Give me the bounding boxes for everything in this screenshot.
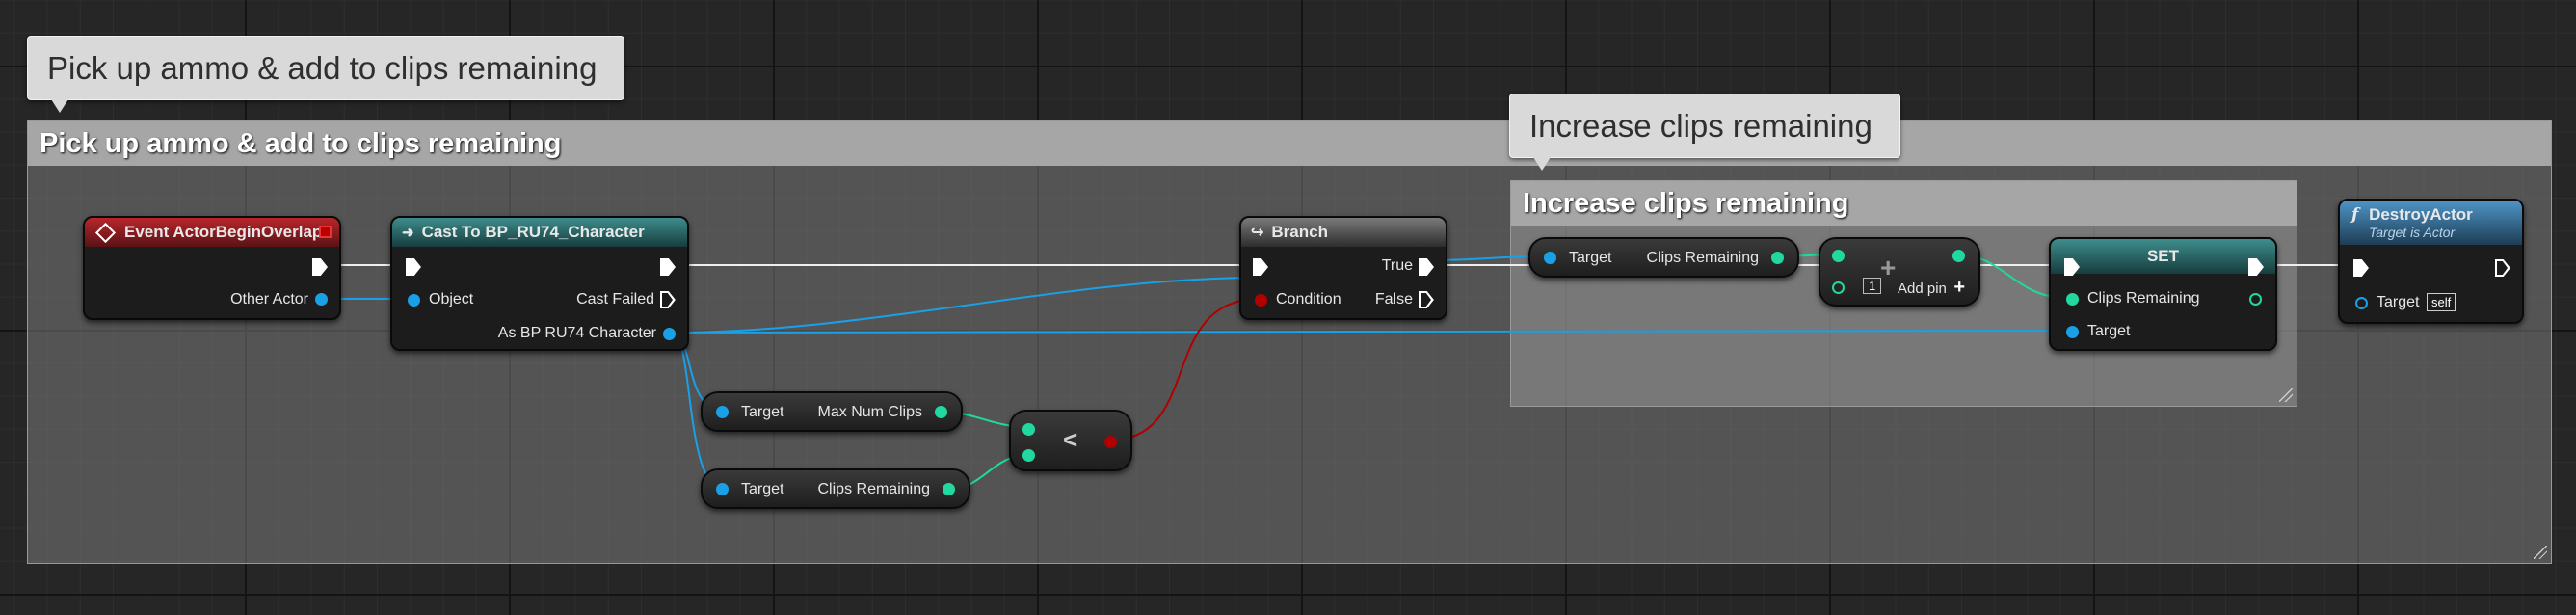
as-character-pin[interactable]	[663, 328, 676, 340]
b-const-value[interactable]: 1	[1863, 278, 1882, 294]
target-label: Target	[2377, 294, 2420, 310]
other-actor-label: Other Actor	[230, 291, 308, 308]
get-clips-remaining-node[interactable]: Target Clips Remaining	[701, 468, 970, 509]
get-clips-remaining-node-2[interactable]: Target Clips Remaining	[1528, 237, 1799, 278]
exec-in-pin[interactable]	[1253, 258, 1268, 276]
delegate-pin-icon[interactable]	[319, 226, 332, 238]
target-label: Target	[741, 404, 784, 420]
outer-comment-bubble-text: Pick up ammo & add to clips remaining	[47, 49, 598, 86]
event-actor-begin-overlap-node[interactable]: Event ActorBeginOverlap Other Actor	[83, 216, 341, 320]
b-input-pin[interactable]	[1832, 281, 1845, 294]
bubble-tail	[51, 99, 68, 113]
cast-failed-pin[interactable]	[660, 291, 676, 308]
exec-out-pin[interactable]	[660, 258, 676, 276]
add-node[interactable]: + 1 Add pin +	[1819, 237, 1980, 307]
cast-to-node[interactable]: ➜ Cast To BP_RU74_Character Object Cast …	[390, 216, 689, 351]
branch-node-header[interactable]: ↪ Branch	[1241, 218, 1446, 247]
target-pin[interactable]	[1544, 252, 1556, 264]
target-label: Target	[1569, 250, 1612, 266]
result-pin[interactable]	[1104, 436, 1117, 448]
target-label: Target	[741, 481, 784, 497]
resize-handle-icon[interactable]	[2534, 546, 2547, 559]
plus-symbol: +	[1880, 253, 1897, 282]
branch-node[interactable]: ↪ Branch True Condition False	[1239, 216, 1447, 320]
cast-failed-label: Cast Failed	[576, 291, 654, 308]
false-exec-pin[interactable]	[1419, 291, 1434, 308]
destroy-actor-title-row: f DestroyActor	[2351, 205, 2473, 225]
add-pin-label[interactable]: Add pin	[1898, 281, 1947, 297]
object-pin[interactable]	[408, 294, 420, 307]
condition-pin[interactable]	[1255, 294, 1267, 307]
destroy-actor-header[interactable]: f DestroyActor Target is Actor	[2340, 201, 2522, 245]
function-icon: f	[2351, 205, 2359, 225]
b-input-pin[interactable]	[1022, 449, 1035, 462]
add-output-pin[interactable]	[1952, 250, 1965, 262]
clips-remaining-in-pin[interactable]	[2066, 293, 2079, 306]
event-diamond-icon	[94, 222, 117, 243]
target-pin[interactable]	[2355, 297, 2368, 309]
cast-arrow-icon: ➜	[402, 225, 414, 241]
true-exec-pin[interactable]	[1419, 258, 1434, 276]
a-input-pin[interactable]	[1022, 423, 1035, 436]
clips-remaining-pin[interactable]	[943, 483, 955, 495]
false-label: False	[1374, 291, 1413, 308]
resize-handle-icon[interactable]	[2279, 388, 2293, 402]
exec-out-pin[interactable]	[2495, 259, 2510, 277]
less-than-symbol: <	[1063, 425, 1078, 454]
destroy-actor-title: DestroyActor	[2369, 205, 2473, 224]
true-label: True	[1381, 257, 1413, 274]
max-num-clips-label: Max Num Clips	[817, 404, 922, 420]
cast-node-title: Cast To BP_RU74_Character	[421, 223, 645, 241]
exec-in-pin[interactable]	[2064, 258, 2080, 276]
as-character-label: As BP RU74 Character	[497, 325, 656, 341]
cast-node-header[interactable]: ➜ Cast To BP_RU74_Character	[392, 218, 687, 247]
clips-remaining-pin[interactable]	[1771, 252, 1784, 264]
exec-in-pin[interactable]	[2353, 259, 2369, 277]
add-pin-plus-icon[interactable]: +	[1953, 277, 1965, 298]
outer-comment-bubble[interactable]: Pick up ammo & add to clips remaining	[27, 36, 624, 113]
inner-comment-bubble[interactable]: Increase clips remaining	[1509, 94, 1900, 171]
set-node-header[interactable]: SET	[2051, 239, 2275, 274]
outer-comment-title[interactable]: Pick up ammo & add to clips remaining	[28, 121, 2551, 166]
a-input-pin[interactable]	[1832, 250, 1845, 262]
branch-icon: ↪	[1251, 225, 1264, 241]
clips-remaining-label: Clips Remaining	[1646, 250, 1760, 266]
other-actor-pin[interactable]	[315, 293, 328, 306]
inner-comment-title[interactable]: Increase clips remaining	[1511, 181, 2297, 226]
destroy-actor-subtitle: Target is Actor	[2369, 225, 2456, 240]
target-label: Target	[2087, 323, 2131, 339]
get-max-num-clips-node[interactable]: Target Max Num Clips	[701, 391, 963, 432]
set-node-title: SET	[2146, 247, 2180, 265]
exec-in-pin[interactable]	[406, 258, 421, 276]
object-label: Object	[429, 291, 474, 308]
destroy-actor-node[interactable]: f DestroyActor Target is Actor Target se…	[2338, 199, 2524, 324]
less-than-node[interactable]: <	[1009, 410, 1132, 471]
max-num-clips-pin[interactable]	[935, 406, 947, 418]
target-pin[interactable]	[716, 483, 729, 495]
exec-out-pin[interactable]	[2248, 258, 2264, 276]
condition-label: Condition	[1276, 291, 1341, 308]
clips-remaining-out-pin[interactable]	[2249, 293, 2262, 306]
event-node-title: Event ActorBeginOverlap	[124, 223, 323, 241]
self-value[interactable]: self	[2427, 293, 2456, 311]
target-pin[interactable]	[2066, 326, 2079, 338]
exec-out-pin[interactable]	[312, 258, 328, 276]
branch-node-title: Branch	[1271, 223, 1328, 241]
event-node-header[interactable]: Event ActorBeginOverlap	[85, 218, 339, 247]
target-pin[interactable]	[716, 406, 729, 418]
clips-remaining-label: Clips Remaining	[2087, 290, 2200, 307]
set-node[interactable]: SET Clips Remaining Target	[2049, 237, 2277, 351]
clips-remaining-label: Clips Remaining	[817, 481, 931, 497]
inner-comment-bubble-text: Increase clips remaining	[1529, 107, 1872, 144]
bubble-tail	[1533, 157, 1551, 171]
